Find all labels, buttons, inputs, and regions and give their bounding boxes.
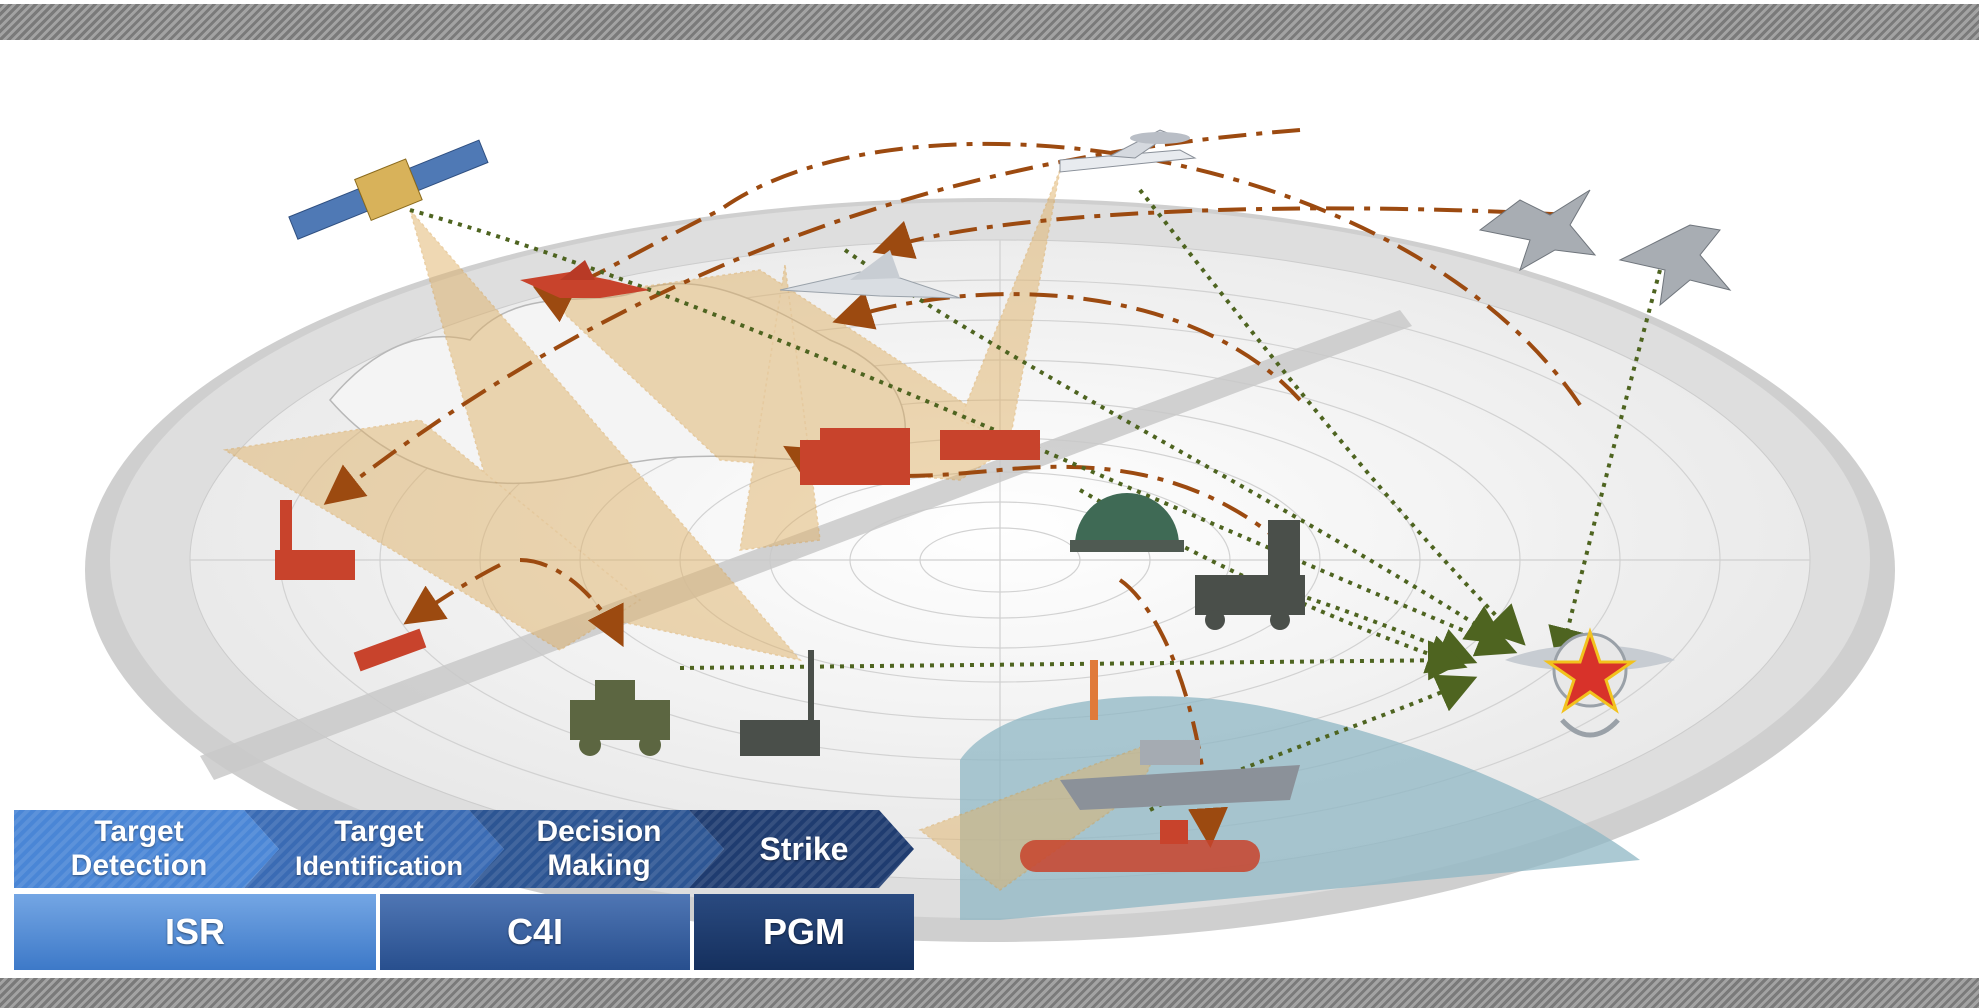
category-isr: ISR: [14, 894, 376, 970]
category-c4i: C4I: [380, 894, 690, 970]
stage-chevrons: [14, 810, 914, 888]
top-decorative-bar: [0, 4, 1979, 40]
command-emblem-icon: [1505, 627, 1675, 738]
drone-icon: [779, 250, 961, 299]
armored-vehicle-icon: [570, 680, 670, 756]
bottom-decorative-bar: [0, 978, 1979, 1008]
radar-dome-icon: [1070, 493, 1184, 552]
fighter-jet-icon: [1478, 189, 1732, 307]
satellite-icon: [288, 139, 489, 240]
category-pgm: PGM: [694, 894, 914, 970]
stage-strike: Strike: [759, 831, 849, 867]
border-wall: [200, 310, 1412, 780]
uav-icon: [520, 260, 650, 298]
radar-truck-icon: [740, 520, 1305, 756]
missile-icon: [1090, 660, 1098, 720]
sensor-coverage-cones: [222, 169, 1162, 891]
warship-icon: [1060, 740, 1300, 810]
aewc-aircraft-icon: [1059, 129, 1197, 173]
missile-launcher-icon: [275, 428, 1260, 872]
battlefield-diagram: [85, 128, 1895, 942]
